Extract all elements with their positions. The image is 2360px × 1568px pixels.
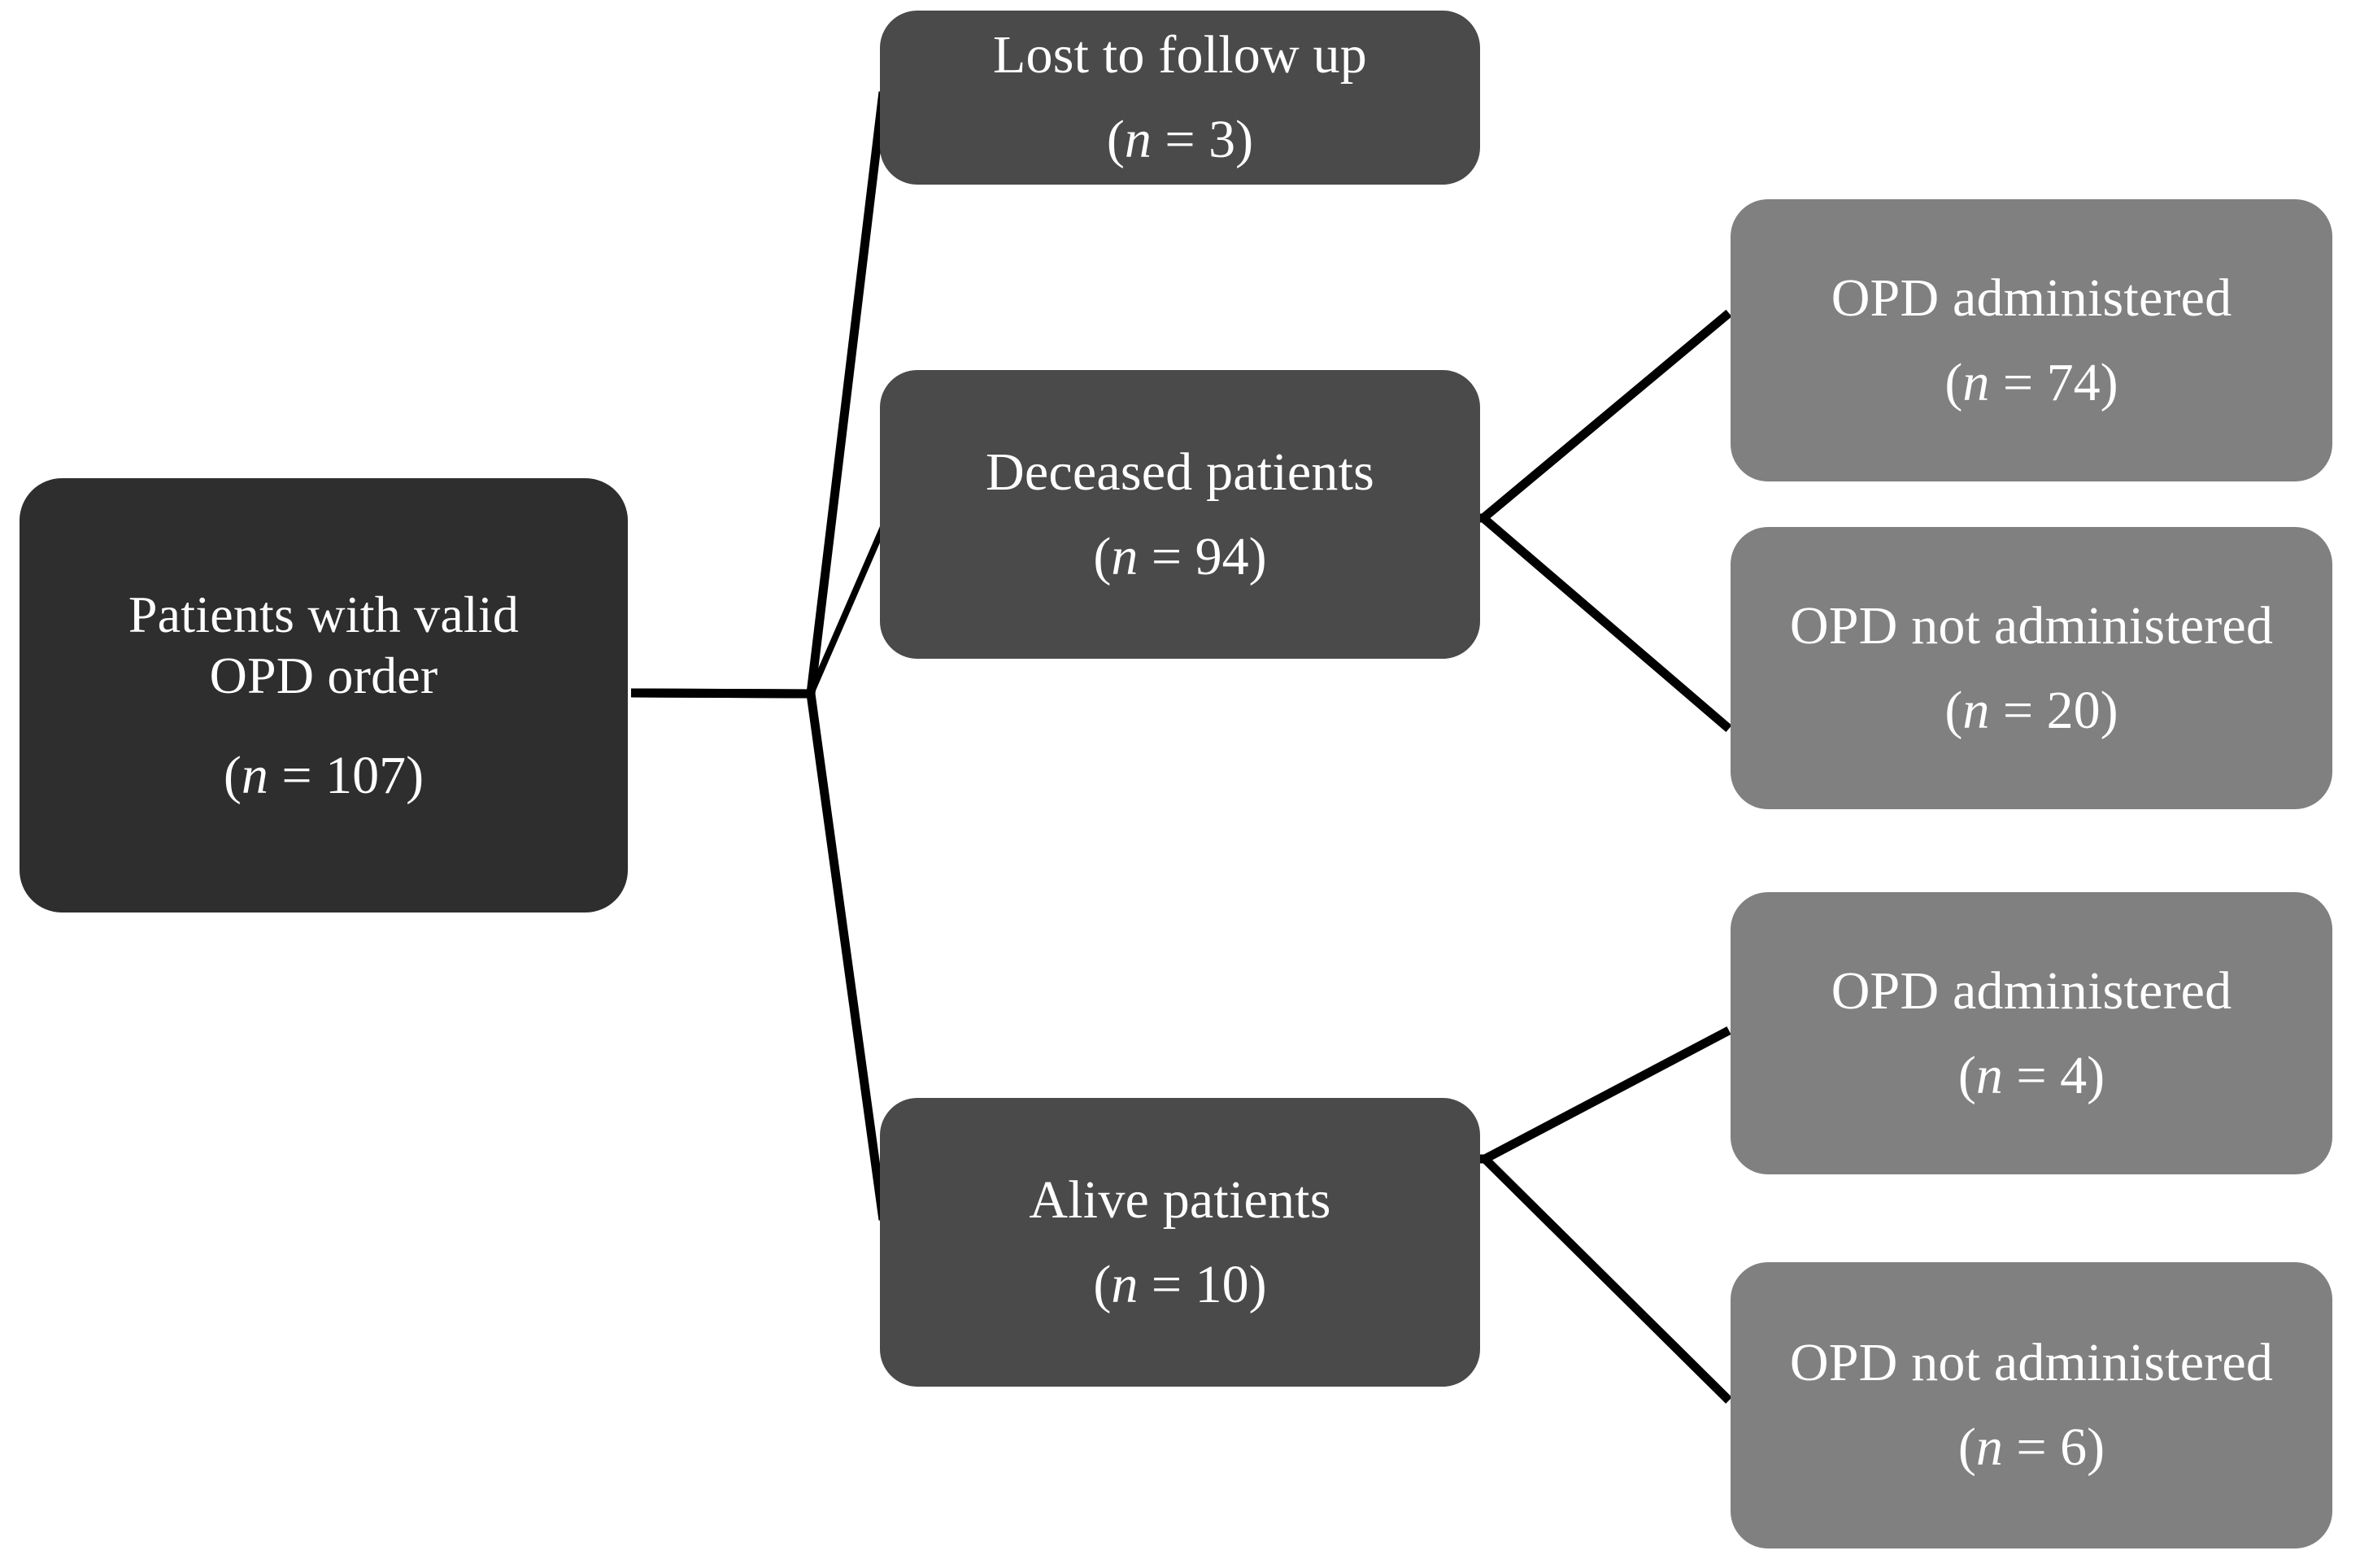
- node-alive-opd-administered-count: (n = 4): [1957, 1045, 2105, 1105]
- node-lost-count-symbol: n: [1124, 110, 1152, 169]
- node-deceased-opd-administered-count-symbol: n: [1962, 352, 1990, 412]
- node-alive-patients[interactable]: Alive patients (n = 10): [880, 1098, 1480, 1387]
- node-alive-opd-administered-count-symbol: n: [1975, 1045, 2003, 1105]
- node-root-count-value: 107: [325, 745, 407, 805]
- edge-deceased-to-opd-not-given: [1478, 513, 1732, 733]
- node-deceased-opd-not-administered-count-symbol: n: [1962, 680, 1990, 740]
- node-deceased-count: (n = 94): [1093, 526, 1267, 586]
- node-alive-count: (n = 10): [1093, 1254, 1267, 1314]
- node-deceased-opd-not-administered[interactable]: OPD not administered (n = 20): [1731, 527, 2332, 809]
- node-deceased-count-symbol: n: [1111, 526, 1139, 586]
- node-alive-count-symbol: n: [1111, 1254, 1139, 1314]
- node-deceased-opd-not-administered-count: (n = 20): [1944, 680, 2118, 740]
- node-root-count-symbol: n: [241, 745, 268, 805]
- node-root-count: (n = 107): [223, 745, 425, 805]
- node-deceased-opd-administered[interactable]: OPD administered (n = 74): [1731, 199, 2332, 481]
- node-deceased-opd-administered-count: (n = 74): [1944, 352, 2118, 412]
- node-patients-with-valid-opd-order[interactable]: Patients with valid OPD order (n = 107): [20, 478, 628, 912]
- edge-deceased-to-opd-given: [1478, 309, 1732, 523]
- node-alive-opd-administered-label: OPD administered: [1831, 960, 2232, 1021]
- node-deceased-opd-not-administered-label: OPD not administered: [1789, 595, 2274, 656]
- node-alive-opd-administered[interactable]: OPD administered (n = 4): [1731, 892, 2332, 1174]
- node-root-label-line1: Patients with valid: [128, 585, 520, 643]
- node-alive-opd-not-administered-count: (n = 6): [1957, 1418, 2105, 1477]
- edge-alive-to-opd-given: [1478, 1026, 1731, 1164]
- node-alive-opd-not-administered[interactable]: OPD not administered (n = 6): [1731, 1262, 2332, 1548]
- node-deceased-patients[interactable]: Deceased patients (n = 94): [880, 370, 1480, 659]
- edge-root-to-lost: [630, 91, 888, 699]
- node-alive-label: Alive patients: [1029, 1169, 1331, 1230]
- node-deceased-opd-administered-label: OPD administered: [1831, 268, 2232, 328]
- node-lost-label: Lost to follow up: [993, 25, 1367, 85]
- node-alive-opd-administered-count-value: 4: [2060, 1045, 2088, 1105]
- node-root-label-line2: OPD order: [209, 647, 438, 705]
- node-deceased-opd-administered-count-value: 74: [2046, 352, 2101, 412]
- node-lost-to-follow-up[interactable]: Lost to follow up (n = 3): [880, 11, 1480, 185]
- node-alive-opd-not-administered-label: OPD not administered: [1789, 1333, 2274, 1393]
- edge-root-to-deceased: [630, 525, 886, 698]
- node-alive-opd-not-administered-count-value: 6: [2060, 1418, 2088, 1477]
- node-deceased-opd-not-administered-count-value: 20: [2046, 680, 2101, 740]
- node-deceased-count-value: 94: [1195, 526, 1249, 586]
- edge-root-to-alive: [630, 688, 888, 1221]
- node-lost-count: (n = 3): [1106, 110, 1254, 169]
- node-deceased-label: Deceased patients: [985, 442, 1374, 502]
- edge-alive-to-opd-not-given: [1478, 1154, 1732, 1404]
- node-lost-count-value: 3: [1208, 110, 1236, 169]
- node-alive-opd-not-administered-count-symbol: n: [1975, 1418, 2003, 1477]
- node-alive-count-value: 10: [1195, 1254, 1249, 1314]
